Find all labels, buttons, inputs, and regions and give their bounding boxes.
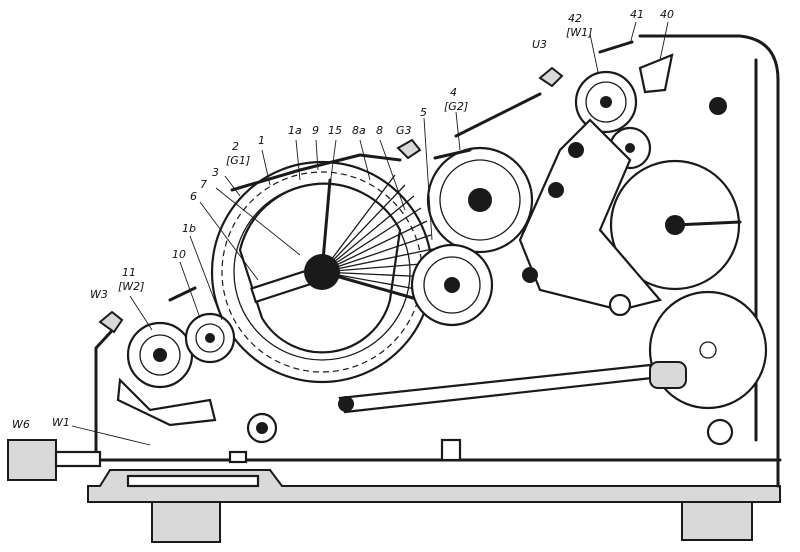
label-42: 42: [568, 12, 582, 25]
label-2: 2: [232, 140, 239, 153]
gear-5-inner: [423, 256, 481, 314]
shield-left: [168, 286, 197, 302]
w6-knob: [7, 439, 57, 481]
label-6: 6: [190, 190, 197, 203]
cradle-pin-3: [522, 267, 538, 283]
label-1b: 1b: [182, 222, 196, 235]
rod-pin-left: [338, 396, 354, 412]
label-3: 3: [212, 166, 219, 179]
gear-small-right-hub: [625, 143, 635, 153]
base-tray: [126, 474, 260, 488]
gear-4-inner: [439, 159, 521, 241]
gear-10-inner: [195, 323, 225, 353]
label-15: 15: [328, 124, 342, 137]
label-w3: W3: [90, 288, 108, 301]
label-w1-left: W1: [52, 416, 70, 429]
base-post-1: [440, 438, 462, 462]
cradle-pin-4: [608, 293, 632, 317]
right-drum-pointer: [673, 220, 742, 227]
gear-5-hub: [444, 277, 460, 293]
gear-11-inner: [139, 334, 181, 376]
label-11: 11: [122, 266, 136, 279]
label-g1: [G1]: [226, 154, 250, 167]
lower-right-wheel-hub: [699, 341, 717, 359]
left-foot: [151, 497, 221, 543]
top-shield-right: [454, 92, 542, 138]
label-8: 8: [376, 124, 383, 137]
label-8a: 8a: [352, 124, 366, 137]
label-41: 41: [630, 8, 644, 21]
base-post-2: [228, 450, 248, 464]
label-5: 5: [420, 106, 427, 119]
gear-42-hub: [600, 96, 612, 108]
cradle-pin-2: [548, 182, 564, 198]
rod-end-block: [649, 361, 687, 389]
clip-g3: [396, 138, 422, 160]
label-g3: G3: [396, 124, 412, 137]
label-u3: U3: [532, 38, 547, 51]
gear-11-hub: [153, 348, 167, 362]
top-shield-left: [230, 153, 402, 192]
base-plate: [87, 469, 781, 503]
label-10: 10: [172, 248, 186, 261]
label-1: 1: [258, 134, 265, 147]
right-foot: [681, 497, 753, 541]
gear-10-hub: [205, 333, 215, 343]
top-shield-41: [598, 40, 634, 54]
gear-4-hub: [468, 188, 492, 212]
connecting-rod: [338, 363, 654, 414]
leader-lines: [71, 21, 669, 446]
label-40: 40: [660, 8, 674, 21]
clip-u3: [538, 66, 564, 88]
w6-shaft: [54, 450, 102, 468]
right-cradle: [518, 118, 662, 312]
left-lever: [116, 377, 217, 427]
label-g2: [G2]: [444, 100, 468, 113]
roller-left-hub: [256, 422, 268, 434]
top-right-pin: [709, 97, 727, 115]
cradle-pin-1: [568, 142, 584, 158]
label-4: 4: [450, 86, 457, 99]
top-shield-mid: [433, 148, 472, 160]
lower-right-wheel: [648, 290, 768, 410]
label-w6: W6: [12, 418, 30, 431]
drum-hub: [304, 254, 340, 290]
label-9: 9: [312, 124, 319, 137]
pawl-40: [638, 53, 674, 94]
label-w1-right: [W1]: [566, 26, 592, 39]
gear-42-inner: [585, 81, 627, 123]
label-w2: [W2]: [118, 280, 144, 293]
clip-w3: [98, 310, 124, 334]
bottom-right-pin: [706, 418, 734, 446]
label-7: 7: [200, 178, 207, 191]
label-1a: 1a: [288, 124, 302, 137]
